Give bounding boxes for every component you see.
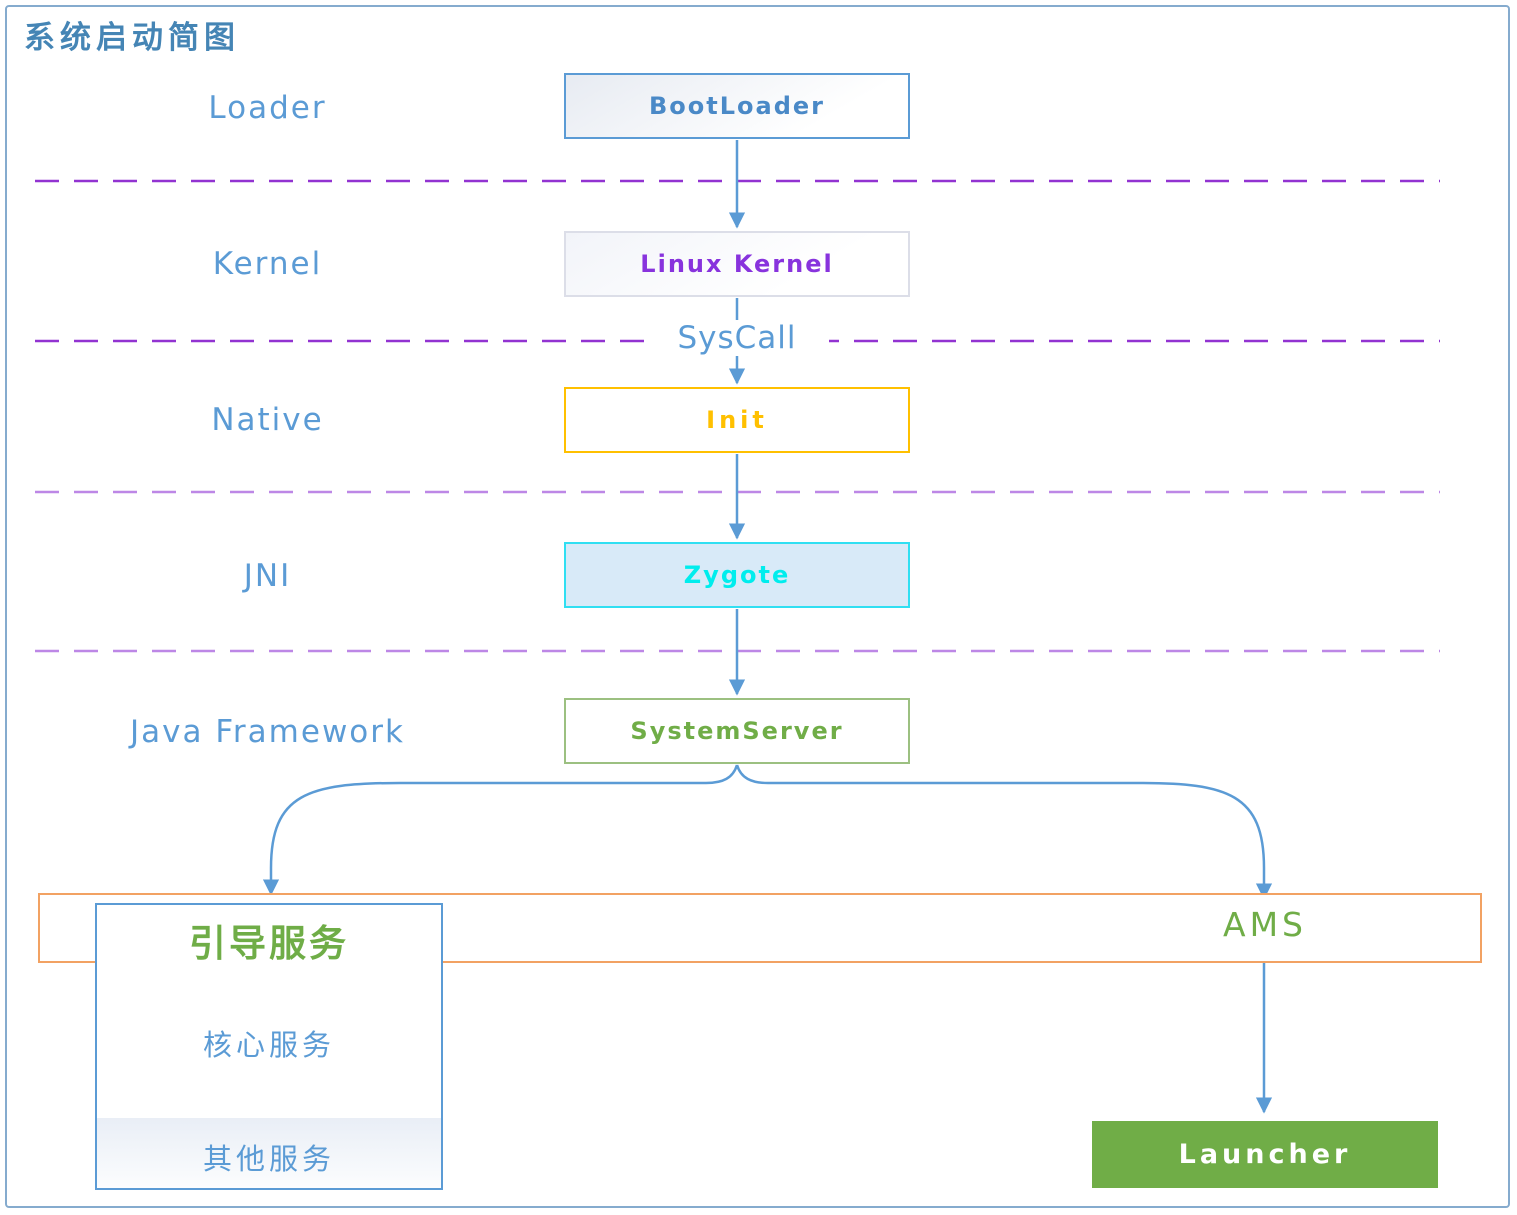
services-group-box: 引导服务 (95, 903, 443, 1190)
node-ams: AMS (1223, 905, 1307, 944)
node-bootloader: BootLoader (564, 73, 910, 139)
node-linux-kernel: Linux Kernel (564, 231, 910, 297)
node-zygote: Zygote (564, 542, 910, 608)
layer-label-java-framework: Java Framework (130, 714, 405, 750)
syscall-annotation: SysCall (645, 320, 829, 356)
layer-label-loader: Loader (208, 90, 327, 126)
node-init: Init (564, 387, 910, 453)
node-core-services: 核心服务 (202, 1028, 335, 1062)
node-launcher: Launcher (1092, 1121, 1438, 1188)
diagram-title: 系统启动简图 (24, 20, 240, 56)
diagram-outer-frame (5, 5, 1510, 1208)
node-boot-services: 引导服务 (189, 922, 349, 965)
layer-label-jni: JNI (243, 558, 292, 594)
layer-label-kernel: Kernel (212, 246, 323, 282)
other-services-strip (97, 1118, 441, 1188)
layer-label-native: Native (211, 402, 324, 438)
node-systemserver: SystemServer (564, 698, 910, 764)
node-other-services: 其他服务 (202, 1142, 335, 1176)
